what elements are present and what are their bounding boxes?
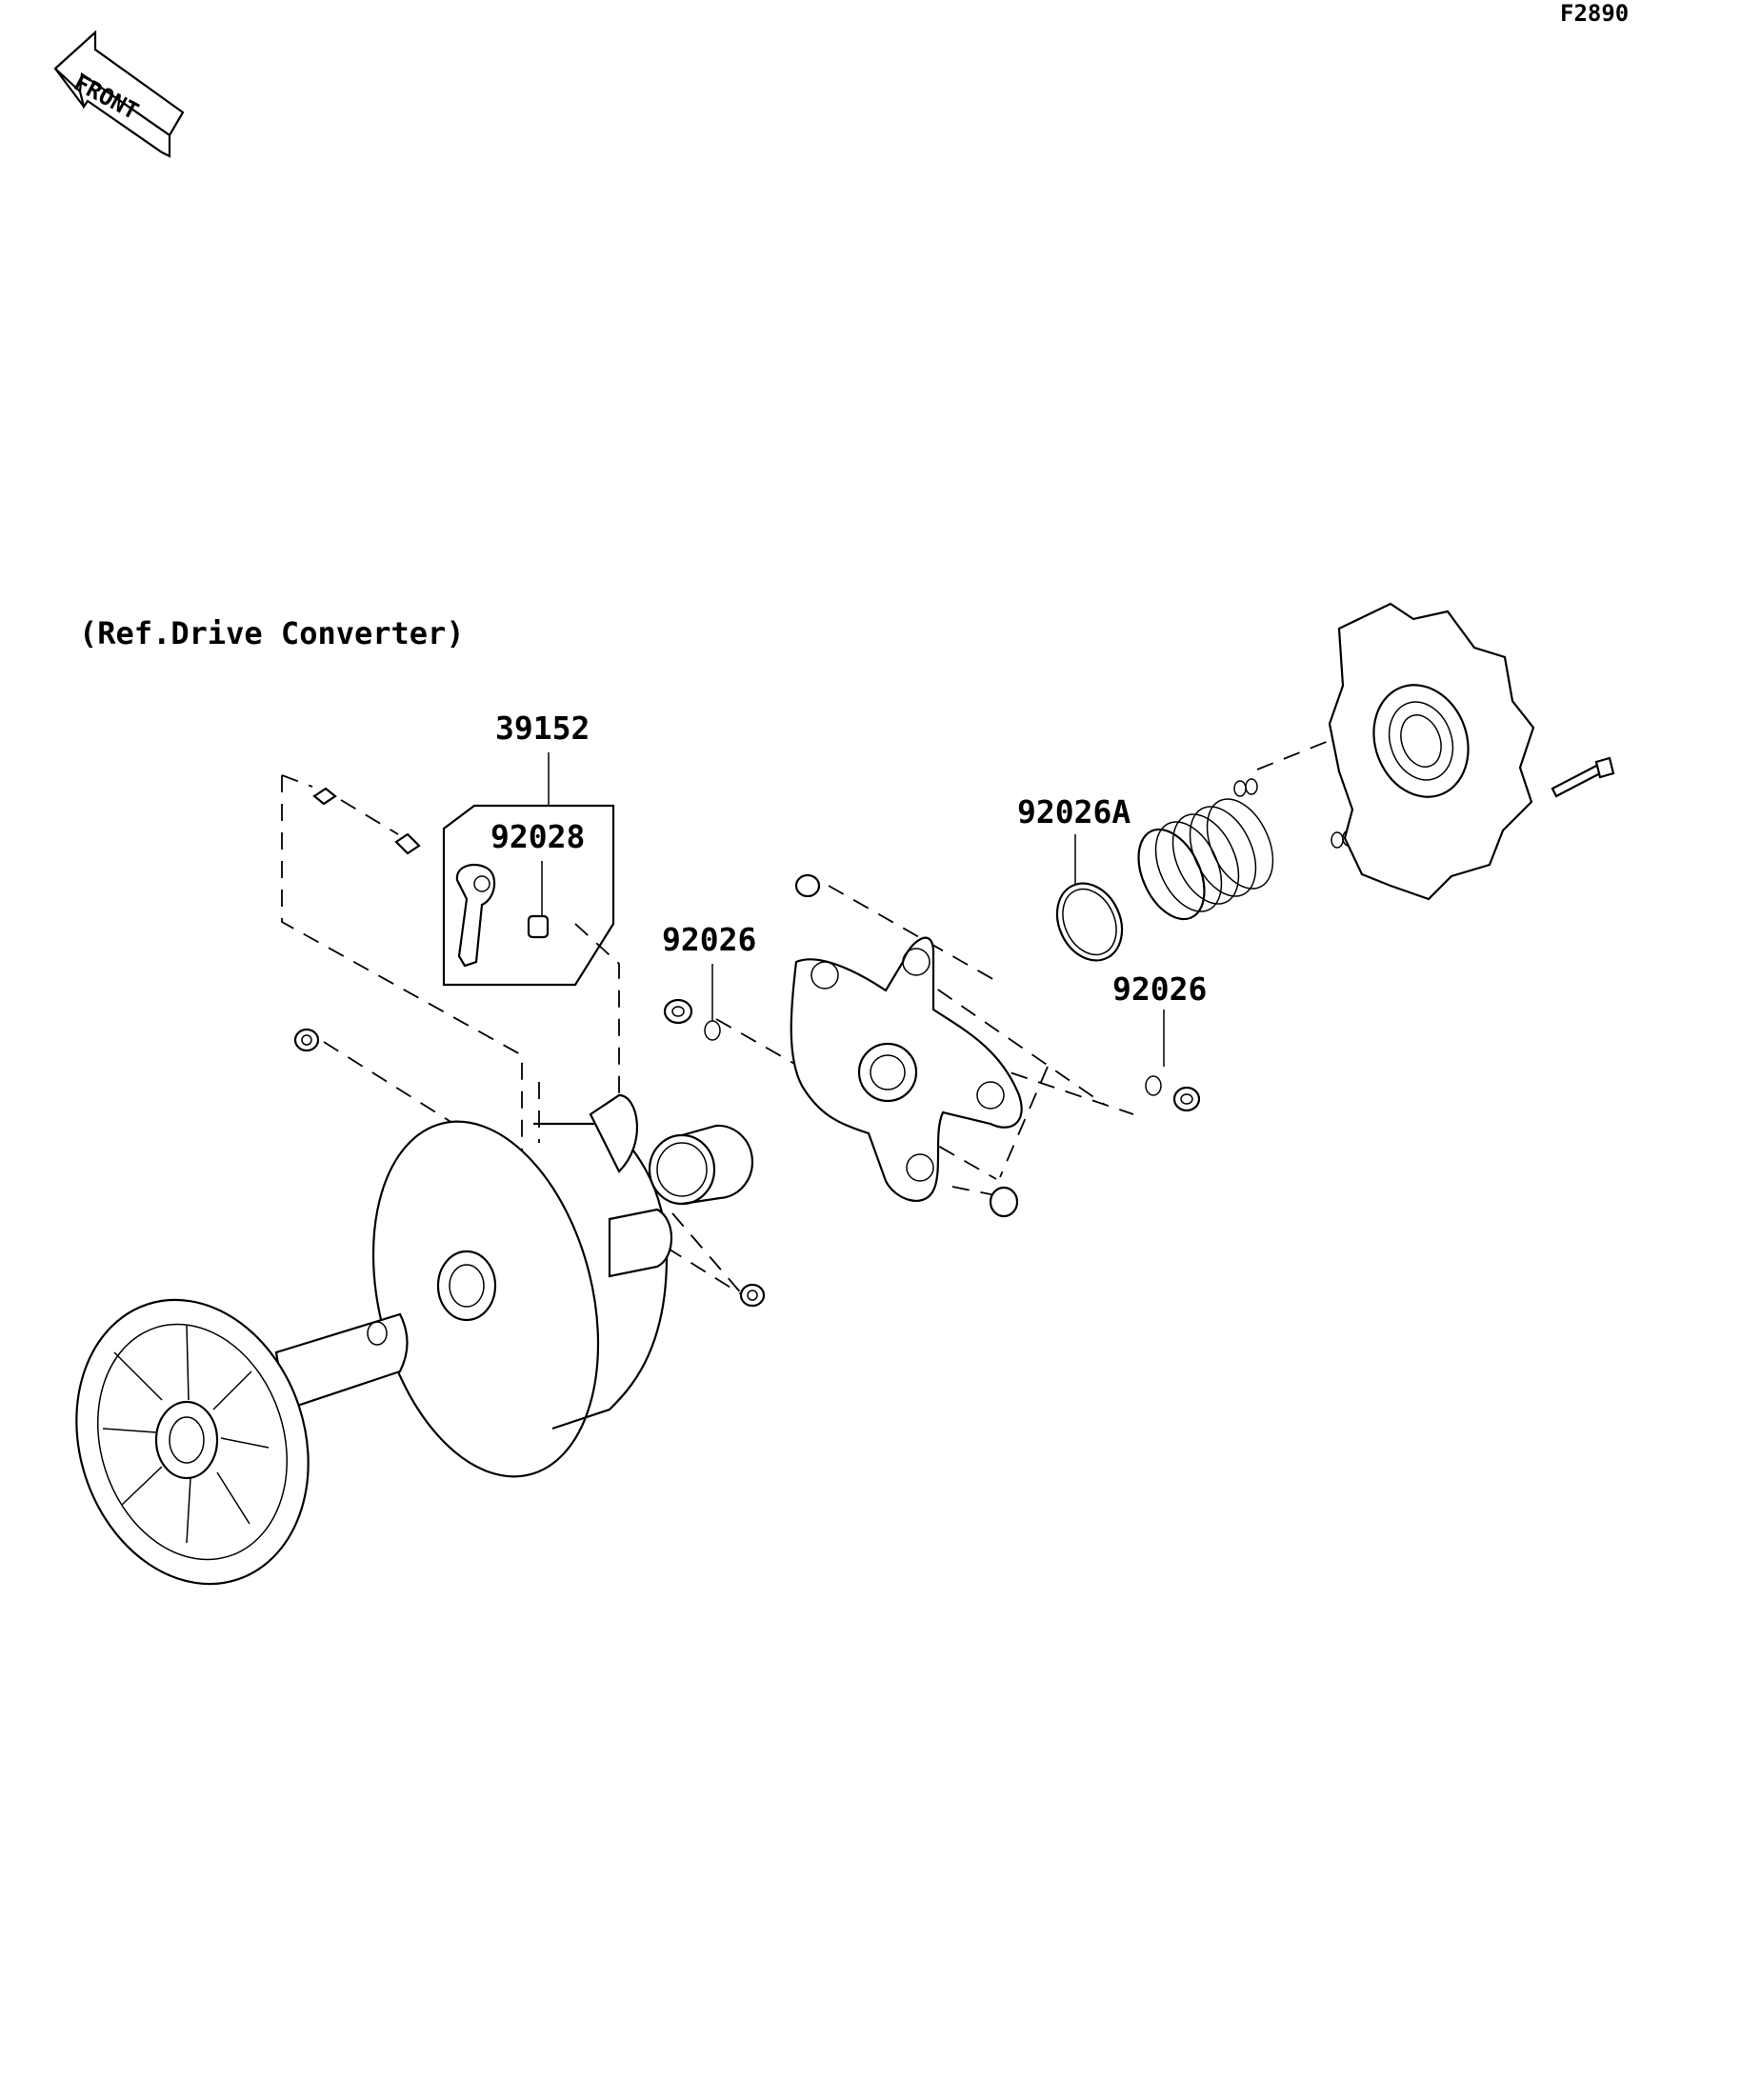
part-number-callout[interactable]: 92028: [490, 818, 586, 855]
bushing-icon: [648, 1124, 753, 1206]
nut-icons: [293, 873, 1201, 1308]
part-number-callout[interactable]: 39152: [495, 710, 590, 747]
assembly-box-39152: [442, 804, 615, 987]
figure-id: F2890: [1560, 0, 1630, 27]
pin-icon: [312, 787, 550, 939]
fan-sheave-icon: [75, 1298, 409, 1586]
part-number-callout[interactable]: 92026A: [1017, 793, 1131, 830]
bolt-icon: [1551, 756, 1615, 798]
ring-92026A-icon: [1055, 882, 1124, 962]
reference-note: (Ref.Drive Converter): [79, 615, 465, 651]
front-direction-arrow-icon: FRONT: [53, 30, 185, 158]
weight-lever-icon: [455, 863, 496, 968]
part-number-callout[interactable]: 92026: [1112, 970, 1208, 1008]
spider-icon: [790, 936, 1023, 1202]
converter-cover-icon: [1328, 602, 1535, 901]
leader-lines: [541, 752, 1165, 1067]
movable-sheave-icon: [371, 1093, 673, 1478]
part-number-callout[interactable]: 92026: [662, 921, 757, 958]
coil-spring-icon: [1137, 798, 1274, 921]
